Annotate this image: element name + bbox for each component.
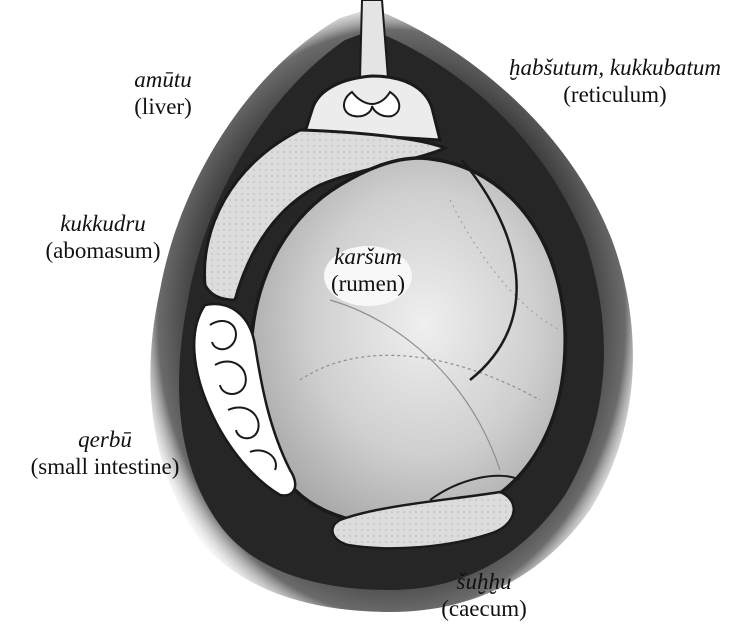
abomasum-gloss: (abomasum) <box>28 237 178 264</box>
reticulum-gloss: (reticulum) <box>490 81 740 108</box>
esophagus <box>360 0 388 78</box>
liver-gloss: (liver) <box>108 93 218 120</box>
rumen-gloss: (rumen) <box>310 270 426 297</box>
label-abomasum: kukkudru (abomasum) <box>28 210 178 264</box>
abomasum-term: kukkudru <box>28 210 178 237</box>
intestine-term: qerbū <box>10 426 200 453</box>
caecum-term: šuḫḫu <box>424 568 544 595</box>
label-rumen: karšum (rumen) <box>310 243 426 297</box>
liver-term: amūtu <box>108 66 218 93</box>
reticulum-term: ḫabšutum, kukkubatum <box>490 54 740 81</box>
caecum-gloss: (caecum) <box>424 595 544 622</box>
rumen-term: karšum <box>310 243 426 270</box>
label-reticulum: ḫabšutum, kukkubatum (reticulum) <box>490 54 740 108</box>
label-small-intestine: qerbū (small intestine) <box>10 426 200 480</box>
label-caecum: šuḫḫu (caecum) <box>424 568 544 622</box>
label-liver: amūtu (liver) <box>108 66 218 120</box>
intestine-gloss: (small intestine) <box>10 453 200 480</box>
